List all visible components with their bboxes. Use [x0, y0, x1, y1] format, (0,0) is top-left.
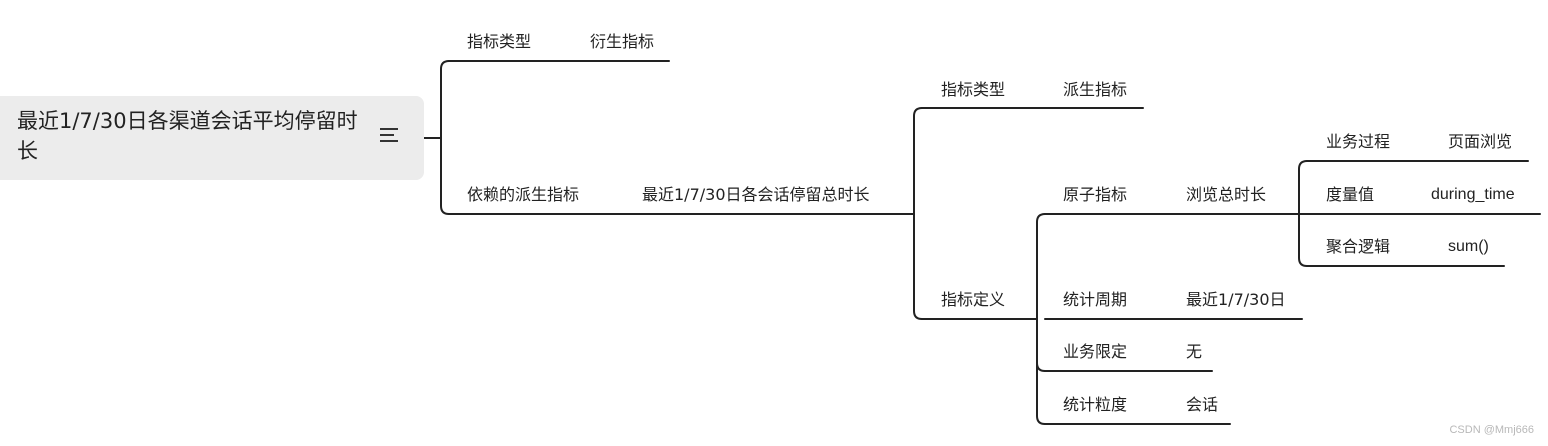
node-dependency-key[interactable]: 依赖的派生指标	[467, 185, 580, 204]
connector-level3-limit	[1036, 362, 1046, 372]
node-grain-value[interactable]: 会话	[1186, 395, 1219, 414]
root-topic[interactable]: 最近1/7/30日各渠道会话平均停留时长	[0, 96, 424, 180]
hamburger-menu-icon[interactable]	[380, 126, 400, 144]
node-atom-value[interactable]: 浏览总时长	[1186, 185, 1267, 204]
node-atom-key[interactable]: 原子指标	[1063, 185, 1128, 204]
connector-level1-bracket	[440, 60, 450, 215]
node-dep-type-value[interactable]: 派生指标	[1063, 80, 1128, 99]
node-limit-key[interactable]: 业务限定	[1063, 342, 1128, 361]
watermark: CSDN @Mmj666	[1449, 424, 1534, 436]
node-grain-key[interactable]: 统计粒度	[1063, 395, 1128, 414]
node-dep-type-key[interactable]: 指标类型	[941, 80, 1006, 99]
connector-level3-bracket	[1036, 213, 1046, 425]
node-biz-process-value[interactable]: 页面浏览	[1448, 132, 1513, 151]
connector-level2-bracket	[913, 107, 923, 320]
node-period-value[interactable]: 最近1/7/30日	[1186, 290, 1286, 309]
root-topic-title: 最近1/7/30日各渠道会话平均停留时长	[17, 109, 358, 163]
node-biz-process-key[interactable]: 业务过程	[1326, 132, 1391, 151]
node-dependency-value[interactable]: 最近1/7/30日各会话停留总时长	[642, 185, 870, 204]
node-type-key[interactable]: 指标类型	[467, 32, 532, 51]
node-measure-key[interactable]: 度量值	[1326, 185, 1375, 204]
node-agg-key[interactable]: 聚合逻辑	[1326, 237, 1391, 256]
node-definition-key[interactable]: 指标定义	[941, 290, 1006, 309]
node-period-key[interactable]: 统计周期	[1063, 290, 1128, 309]
node-type-value[interactable]: 衍生指标	[590, 32, 655, 51]
node-limit-value[interactable]: 无	[1186, 342, 1203, 361]
node-agg-value[interactable]: sum()	[1448, 238, 1489, 255]
node-measure-value[interactable]: during_time	[1431, 186, 1515, 203]
